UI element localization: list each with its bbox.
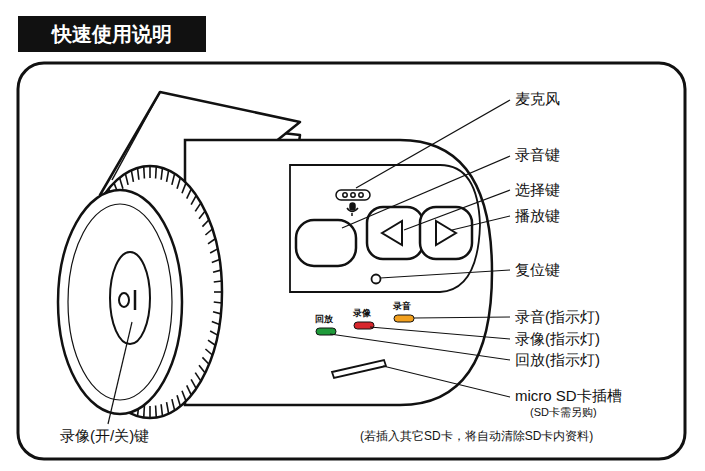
knurl-tick [187, 385, 192, 395]
note: (SD卡需另购) [530, 406, 597, 419]
note: (若插入其它SD卡，将自动清除SD卡内资料) [360, 429, 593, 443]
knurl-tick [199, 211, 205, 219]
knurl-tick [120, 178, 123, 189]
knurl-tick [161, 404, 162, 416]
button-panel [290, 165, 480, 292]
knurl-tick [205, 229, 212, 235]
knurl-tick [172, 174, 175, 185]
knurl-tick [187, 189, 192, 199]
play-button [420, 207, 472, 259]
microphone [336, 190, 370, 216]
knurl-tick [161, 168, 162, 180]
camera-body [185, 140, 492, 405]
part-label: 录像(指示灯) [515, 330, 600, 348]
knurl-tick [149, 406, 151, 418]
part-label: 录音(指示灯) [515, 308, 600, 326]
knurl-tick [177, 178, 180, 189]
part-label: 选择键 [515, 181, 560, 199]
knurl-tick [143, 406, 145, 418]
device-print: 录像 [353, 308, 371, 319]
knurl-tick [208, 239, 215, 244]
title: 快速使用说明 [18, 16, 206, 52]
audio-led [394, 315, 414, 322]
frame [18, 63, 685, 459]
knurl-tick [212, 322, 220, 325]
sd-slot [332, 360, 386, 378]
lens-face [58, 190, 182, 414]
part-label: 录像(开/关)键 [60, 427, 149, 445]
knurl-tick [155, 166, 157, 178]
part-label: 录音键 [515, 146, 560, 164]
part-label: 播放键 [515, 207, 560, 225]
knurl-tick [167, 170, 169, 182]
knurl-tick [212, 259, 220, 262]
record-audio-button [296, 220, 356, 266]
title-band: 快速使用说明 [18, 16, 206, 52]
knurl-tick [205, 349, 212, 355]
knurl-tick [210, 249, 218, 253]
knurl-tick [182, 183, 186, 193]
knurl-tick [167, 402, 169, 414]
knurl-tick [149, 166, 151, 178]
knurl-tick [155, 406, 157, 418]
device-print: 回放 [315, 314, 333, 325]
part-label: 回放(指示灯) [515, 351, 600, 369]
part-label: 麦克风 [515, 90, 560, 108]
knurl-tick [214, 291, 222, 293]
knurl-tick [214, 302, 222, 303]
knurl-tick [195, 373, 201, 381]
knurl-tick [191, 379, 196, 388]
device-print: 录音 [393, 301, 411, 312]
knurl-tick [172, 399, 175, 410]
knurl-tick [208, 340, 215, 345]
knurl-tick [199, 365, 205, 373]
knurl-tick [191, 195, 196, 204]
video-led [354, 322, 374, 329]
select-button [367, 207, 423, 259]
knurl-tick [137, 168, 138, 180]
knurl-tick [195, 203, 201, 211]
knurl-tick [202, 357, 209, 364]
knurl-tick [202, 220, 209, 227]
knurl-tick [213, 312, 221, 314]
knurl-tick [214, 281, 222, 282]
knurl-tick [177, 395, 180, 406]
leader-lines [108, 100, 510, 424]
part-label: 复位键 [515, 261, 560, 279]
reset-hole [372, 275, 381, 284]
part-label: micro SD卡插槽 [515, 387, 622, 405]
knurl-tick [131, 170, 133, 182]
knurl-tick [213, 270, 221, 272]
knurl-tick [125, 174, 128, 185]
knurl-tick [210, 331, 218, 335]
knurl-tick [182, 391, 186, 401]
knurl-tick [143, 166, 145, 178]
